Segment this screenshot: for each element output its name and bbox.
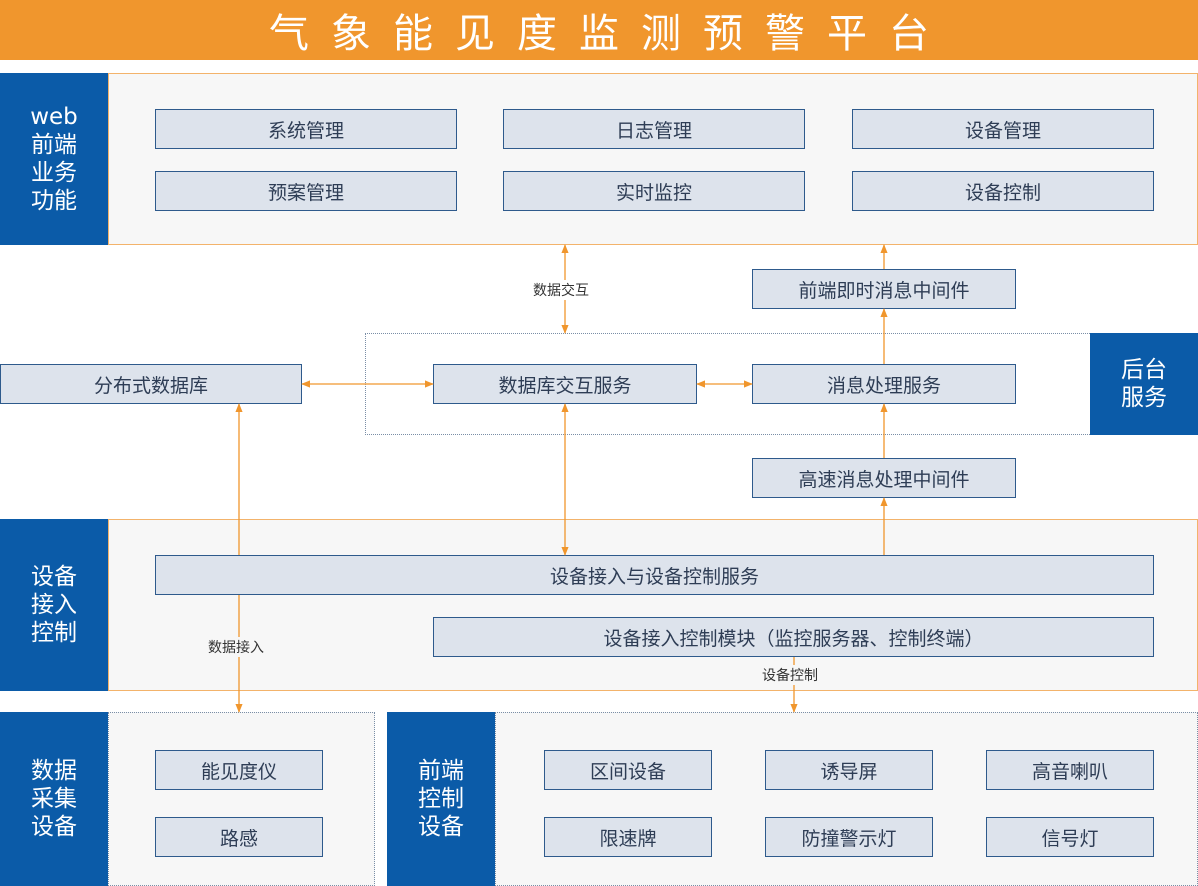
front-message-middleware[interactable]: 前端即时消息中间件	[752, 269, 1016, 309]
module-realtime-monitoring[interactable]: 实时监控	[503, 171, 805, 211]
device-control-label: 设备控制	[760, 665, 820, 685]
anti-collision-warning-light[interactable]: 防撞警示灯	[765, 817, 933, 857]
collect-panel	[108, 712, 375, 886]
frontend-devices-panel	[495, 712, 1198, 886]
web-panel	[108, 73, 1198, 245]
visibility-meter[interactable]: 能见度仪	[155, 750, 323, 790]
database-interaction-service[interactable]: 数据库交互服务	[433, 364, 697, 404]
module-system-management[interactable]: 系统管理	[155, 109, 457, 149]
frontend-devices-section-label: 前端 控制 设备	[387, 712, 495, 886]
guidance-screen[interactable]: 诱导屏	[765, 750, 933, 790]
web-section-label: web 前端 业务 功能	[0, 73, 108, 245]
speed-limit-sign[interactable]: 限速牌	[544, 817, 712, 857]
access-section-label: 设备 接入 控制	[0, 519, 108, 691]
device-access-control-module[interactable]: 设备接入控制模块（监控服务器、控制终端）	[433, 617, 1154, 657]
collect-section-label: 数据 采集 设备	[0, 712, 108, 886]
signal-light[interactable]: 信号灯	[986, 817, 1154, 857]
device-access-control-service[interactable]: 设备接入与设备控制服务	[155, 555, 1154, 595]
module-plan-management[interactable]: 预案管理	[155, 171, 457, 211]
data-exchange-label: 数据交互	[531, 280, 591, 300]
section-device[interactable]: 区间设备	[544, 750, 712, 790]
page-title: 气象能见度监测预警平台	[0, 0, 1198, 60]
backend-section-label: 后台 服务	[1090, 333, 1198, 435]
access-panel	[108, 519, 1198, 691]
distributed-database[interactable]: 分布式数据库	[0, 364, 302, 404]
high-speed-message-middleware[interactable]: 高速消息处理中间件	[752, 458, 1016, 498]
data-access-label: 数据接入	[206, 637, 266, 657]
message-processing-service[interactable]: 消息处理服务	[752, 364, 1016, 404]
loudspeaker[interactable]: 高音喇叭	[986, 750, 1154, 790]
module-device-management[interactable]: 设备管理	[852, 109, 1154, 149]
road-sensor[interactable]: 路感	[155, 817, 323, 857]
module-log-management[interactable]: 日志管理	[503, 109, 805, 149]
module-device-control[interactable]: 设备控制	[852, 171, 1154, 211]
